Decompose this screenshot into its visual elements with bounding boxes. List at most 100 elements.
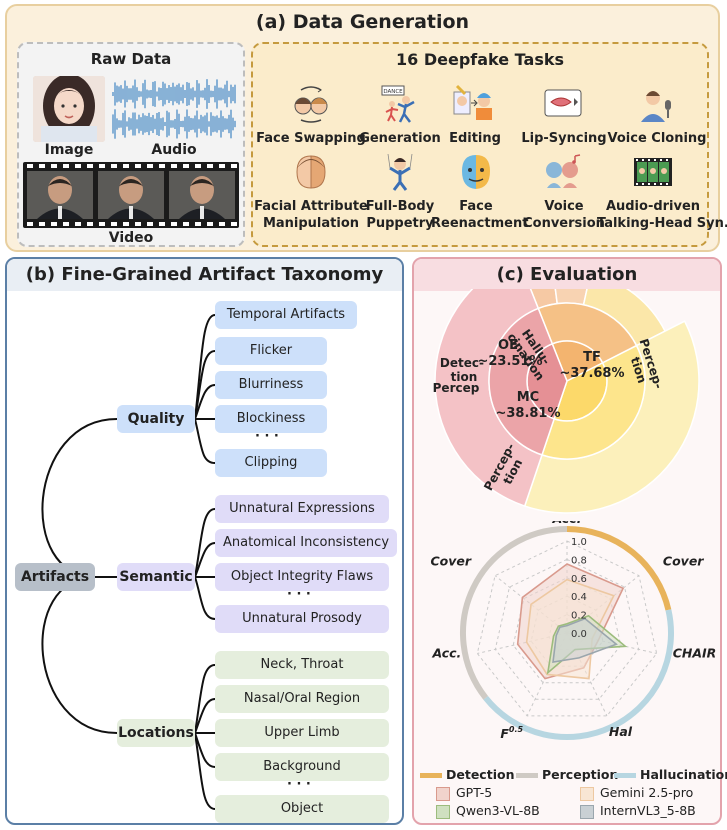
tf-slice — [541, 344, 646, 460]
film-perforation — [87, 222, 93, 226]
film-perforation — [171, 222, 177, 226]
evaluation-panel: (c) Evaluation Hallu- cination Detec- ti… — [412, 257, 727, 825]
legend-internvl-text: InternVL3_5-8B — [600, 803, 696, 818]
locations-ellipsis: · · · — [287, 777, 311, 792]
film-perforation — [123, 164, 129, 168]
video-film-strip — [23, 162, 239, 228]
radar-axis-label: CHAIR — [673, 645, 717, 660]
raw-data-title: Raw Data — [90, 50, 172, 68]
legend-internvl: InternVL3_5-8B — [580, 803, 696, 819]
legend-hallucination-swatch — [614, 773, 636, 778]
mc-share: ~38.81% — [495, 406, 560, 421]
anatomical-inconsistency-node: Anatomical Inconsistency — [215, 529, 397, 557]
image-thumbnail — [33, 76, 105, 142]
film-perforation — [195, 222, 201, 226]
evaluation-header — [414, 259, 720, 291]
quality-ellipsis: · · · — [255, 429, 279, 444]
background-node: Background — [215, 753, 389, 781]
task-voice-conversion-line2: Conversion — [523, 216, 605, 231]
legend-gemini-swatch — [580, 786, 594, 801]
task-full-body-line2: Puppetry — [366, 216, 434, 231]
dance-sign-text: DANCE — [383, 89, 403, 95]
film-perforation — [63, 222, 69, 226]
task-face-reenactment-line1: Face — [459, 199, 493, 214]
film-perforation — [27, 222, 33, 226]
oe-share: ~23.51% — [477, 354, 542, 369]
task-facial-attribute: Facial Attribute Manipulation — [253, 198, 369, 232]
oe-name: OE — [498, 338, 518, 353]
film-perforation — [183, 164, 189, 168]
oe-perception-label: Percep — [433, 381, 480, 395]
model-radar-chart: 1.00.80.60.40.20.0 Acc.CoverCHAIRHalF0.5… — [431, 521, 717, 741]
radar-axis-sup: 0.5 — [509, 725, 524, 734]
task-voice-conversion: Voice Conversion — [519, 198, 609, 232]
perception-ring-arc — [460, 526, 568, 700]
film-perforation — [39, 164, 45, 168]
upper-limb-node: Upper Limb — [215, 719, 389, 747]
radar-axis-label: Cover — [431, 554, 472, 569]
semantic-node: Semantic — [117, 563, 195, 591]
task-voice-cloning: Voice Cloning — [607, 131, 707, 146]
locations-node: Locations — [117, 719, 195, 747]
legend-gpt5: GPT-5 — [436, 785, 492, 801]
taxonomy-title: (b) Fine-Grained Artifact Taxonomy — [25, 264, 384, 285]
radar-tick-label: 0.0 — [571, 629, 587, 640]
radar-tick-label: 0.2 — [571, 611, 587, 622]
film-perforation — [207, 222, 213, 226]
task-generation: Generation — [359, 131, 441, 146]
evaluation-title: (c) Evaluation — [496, 264, 638, 285]
legend-detection: Detection — [420, 767, 514, 782]
video-frame — [98, 171, 164, 219]
legend-qwen-swatch — [436, 804, 450, 819]
lip-sync-icon — [544, 89, 582, 117]
film-perforation — [147, 222, 153, 226]
film-perforation — [231, 164, 237, 168]
legend-internvl-swatch — [580, 804, 594, 819]
task-lip-syncing: Lip-Syncing — [521, 131, 607, 146]
legend-gemini: Gemini 2.5-pro — [580, 785, 693, 801]
audio-waveform — [112, 79, 236, 139]
temporal-artifacts-node: Temporal Artifacts — [215, 301, 357, 329]
unnatural-prosody-node: Unnatural Prosody — [215, 605, 389, 633]
radar-tick-label: 1.0 — [571, 537, 587, 548]
film-perforation — [135, 222, 141, 226]
legend-perception-swatch — [516, 773, 538, 778]
mc-slice — [488, 307, 556, 456]
raw-data-box: Raw Data Image Audio Video — [17, 42, 245, 247]
task-editing: Editing — [449, 131, 501, 146]
film-perforation — [75, 222, 81, 226]
data-generation-panel: (a) Data Generation Raw Data Image Audio — [5, 4, 727, 252]
task-audio-driven-line2: Talking-Head Syn. — [597, 216, 727, 231]
mc-name: MC — [517, 390, 539, 405]
film-perforation — [207, 164, 213, 168]
voice-cloning-icon — [641, 91, 671, 122]
quality-node: Quality — [117, 405, 195, 433]
unnatural-expressions-node: Unnatural Expressions — [215, 495, 389, 523]
nasal-oral-node: Nasal/Oral Region — [215, 685, 389, 713]
face-reenactment-icon — [462, 155, 490, 189]
data-generation-title: (a) Data Generation — [255, 11, 470, 33]
object-node: Object — [215, 795, 389, 823]
artifacts-root-node: Artifacts — [15, 563, 95, 591]
task-face-reenactment-line2: Reenactment — [431, 216, 529, 231]
radar-axis-label: Cover — [663, 554, 704, 569]
full-body-puppetry-icon — [387, 153, 413, 191]
legend-perception: Perception — [516, 767, 618, 782]
radar-tick-label: 0.6 — [571, 574, 587, 585]
neck-throat-node: Neck, Throat — [215, 651, 389, 679]
radar-tick-label: 0.8 — [571, 555, 587, 566]
legend-hallucination: Hallucination — [614, 767, 727, 782]
radar-tick-label: 0.4 — [571, 592, 587, 603]
tf-share: ~37.68% — [559, 366, 624, 381]
radar-axis-label: Acc. — [431, 645, 461, 660]
radar-axis-label: Hal — [609, 724, 633, 739]
film-perforation — [27, 164, 33, 168]
film-perforation — [195, 164, 201, 168]
film-perforation — [159, 222, 165, 226]
detection-ring-arc — [566, 526, 672, 611]
audio-label: Audio — [151, 142, 197, 158]
semantic-ellipsis: · · · — [287, 587, 311, 602]
task-audio-driven: Audio-driven Talking-Head Syn. — [597, 198, 727, 232]
legend-qwen-text: Qwen3-VL-8B — [456, 803, 540, 818]
hallucination-ring-arc — [483, 609, 674, 740]
